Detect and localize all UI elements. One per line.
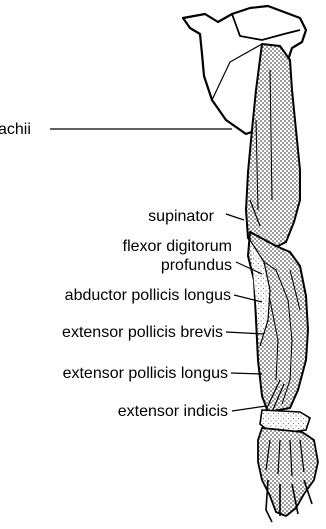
label-triceps-brachii: achii — [0, 121, 31, 138]
label-extensor-pollicis-brevis: extensor pollicis brevis — [62, 324, 223, 341]
label-extensor-indicis: extensor indicis — [118, 403, 228, 420]
forearm-muscles — [248, 232, 308, 412]
label-extensor-pollicis-longus: extensor pollicis longus — [63, 365, 228, 382]
leader-extensor-indicis — [232, 406, 266, 411]
label-supinator: supinator — [148, 208, 214, 225]
hand-shape — [258, 428, 318, 522]
label-flexor-digitorum-line2: profundus — [161, 257, 232, 274]
label-abductor-pollicis-longus: abductor pollicis longus — [65, 287, 231, 304]
label-flexor-digitorum-line1: flexor digitorum — [123, 238, 232, 255]
leader-extensor-pollicis-longus — [231, 373, 262, 374]
leader-supinator — [226, 214, 244, 220]
